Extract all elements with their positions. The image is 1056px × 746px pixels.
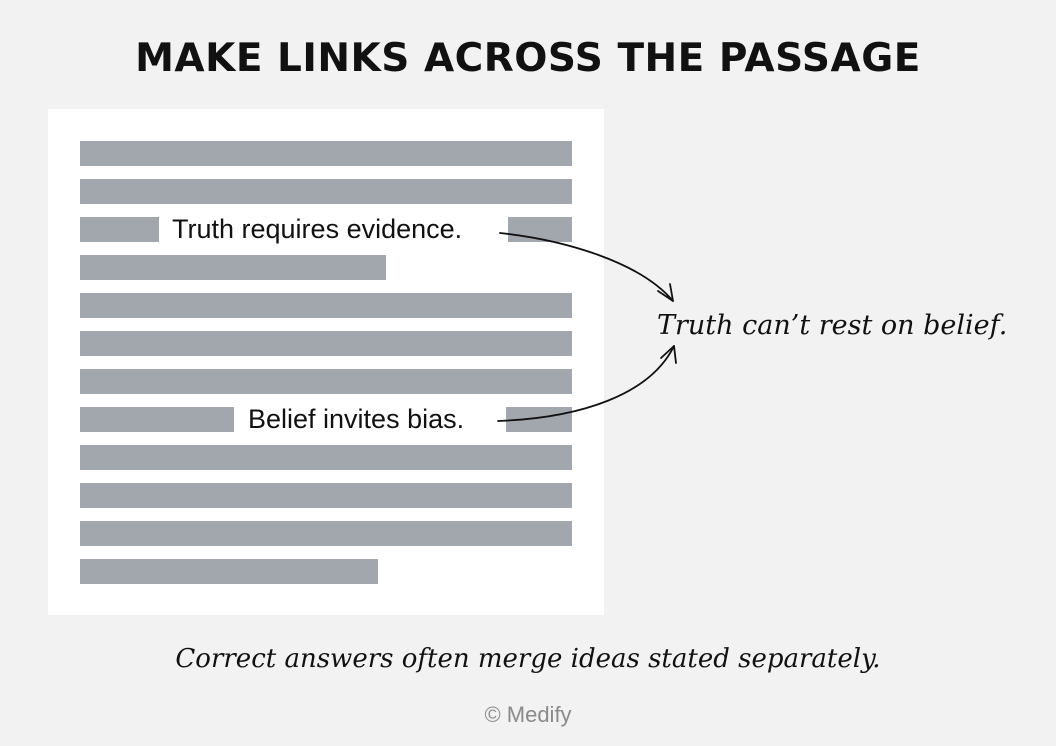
copyright-credit: © Medify (484, 702, 572, 727)
text-line (80, 483, 572, 508)
arrow-from-bias (497, 345, 675, 422)
text-line (80, 179, 572, 204)
diagram-title: MAKE LINKS ACROSS THE PASSAGE (135, 36, 921, 81)
text-line (80, 255, 386, 280)
quote-truth-requires-evidence: Truth requires evidence. (172, 214, 463, 244)
text-line (80, 293, 572, 318)
text-line (80, 217, 159, 242)
text-line (508, 217, 572, 242)
quote-belief-invites-bias: Belief invites bias. (248, 404, 465, 434)
passage-block: Truth requires evidence. Belief invites … (48, 109, 604, 615)
text-line (80, 521, 572, 546)
text-line (80, 559, 378, 584)
text-line (80, 407, 234, 432)
arrowhead-icon (657, 283, 674, 302)
caption: Correct answers often merge ideas stated… (175, 644, 881, 674)
inference-statement: Truth can’t rest on belief. (657, 310, 1008, 341)
text-line (80, 445, 572, 470)
arrow-from-evidence (499, 232, 674, 302)
text-line (80, 141, 572, 166)
text-line (80, 369, 572, 394)
arrowhead-icon (660, 345, 677, 364)
text-line (80, 331, 572, 356)
